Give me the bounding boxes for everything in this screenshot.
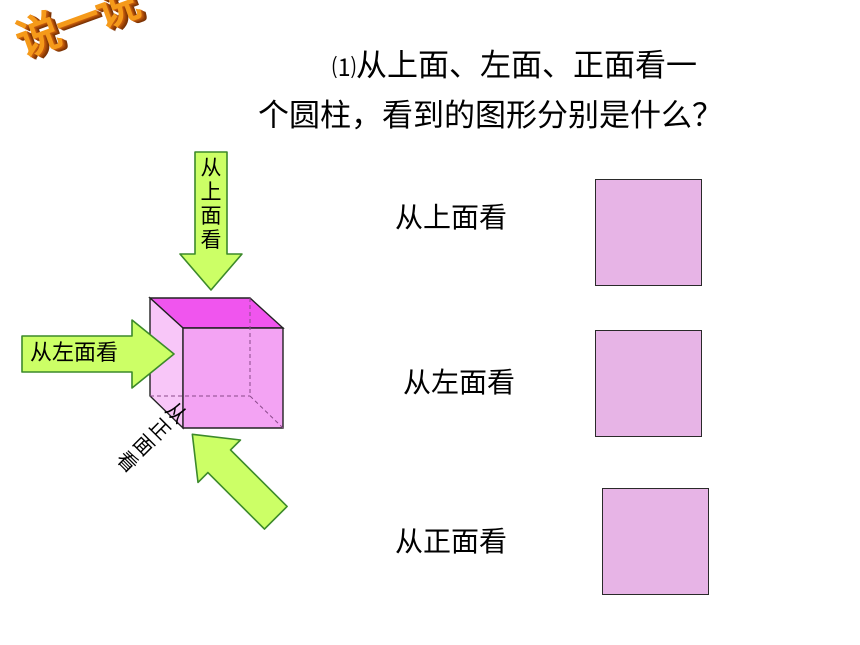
view-label-front: 从正面看: [395, 525, 508, 558]
view-label-left: 从左面看: [403, 366, 516, 399]
question-line-1: 从上面、左面、正面看一: [356, 48, 697, 84]
left-arrow-label: 从左面看: [30, 341, 119, 366]
top-arrow: [179, 151, 243, 291]
front-view-shape: [602, 488, 709, 595]
left-arrow: [21, 319, 175, 389]
left-view-shape: [595, 330, 702, 437]
question-number: ⑴: [332, 54, 356, 82]
top-arrow-char: 面: [200, 204, 222, 228]
cube: [148, 296, 285, 430]
top-arrow-label: 从 上 面 看: [200, 156, 222, 252]
top-arrow-char: 从: [200, 156, 222, 180]
top-arrow-char: 看: [200, 228, 222, 252]
front-arrow: [191, 433, 288, 530]
question-text: ⑴从上面、左面、正面看一 个圆柱，看到的图形分别是什么？: [258, 42, 838, 140]
view-label-top: 从上面看: [395, 201, 508, 234]
question-line-2: 个圆柱，看到的图形分别是什么？: [258, 98, 723, 134]
top-view-shape: [595, 179, 702, 286]
top-arrow-char: 上: [200, 180, 222, 204]
